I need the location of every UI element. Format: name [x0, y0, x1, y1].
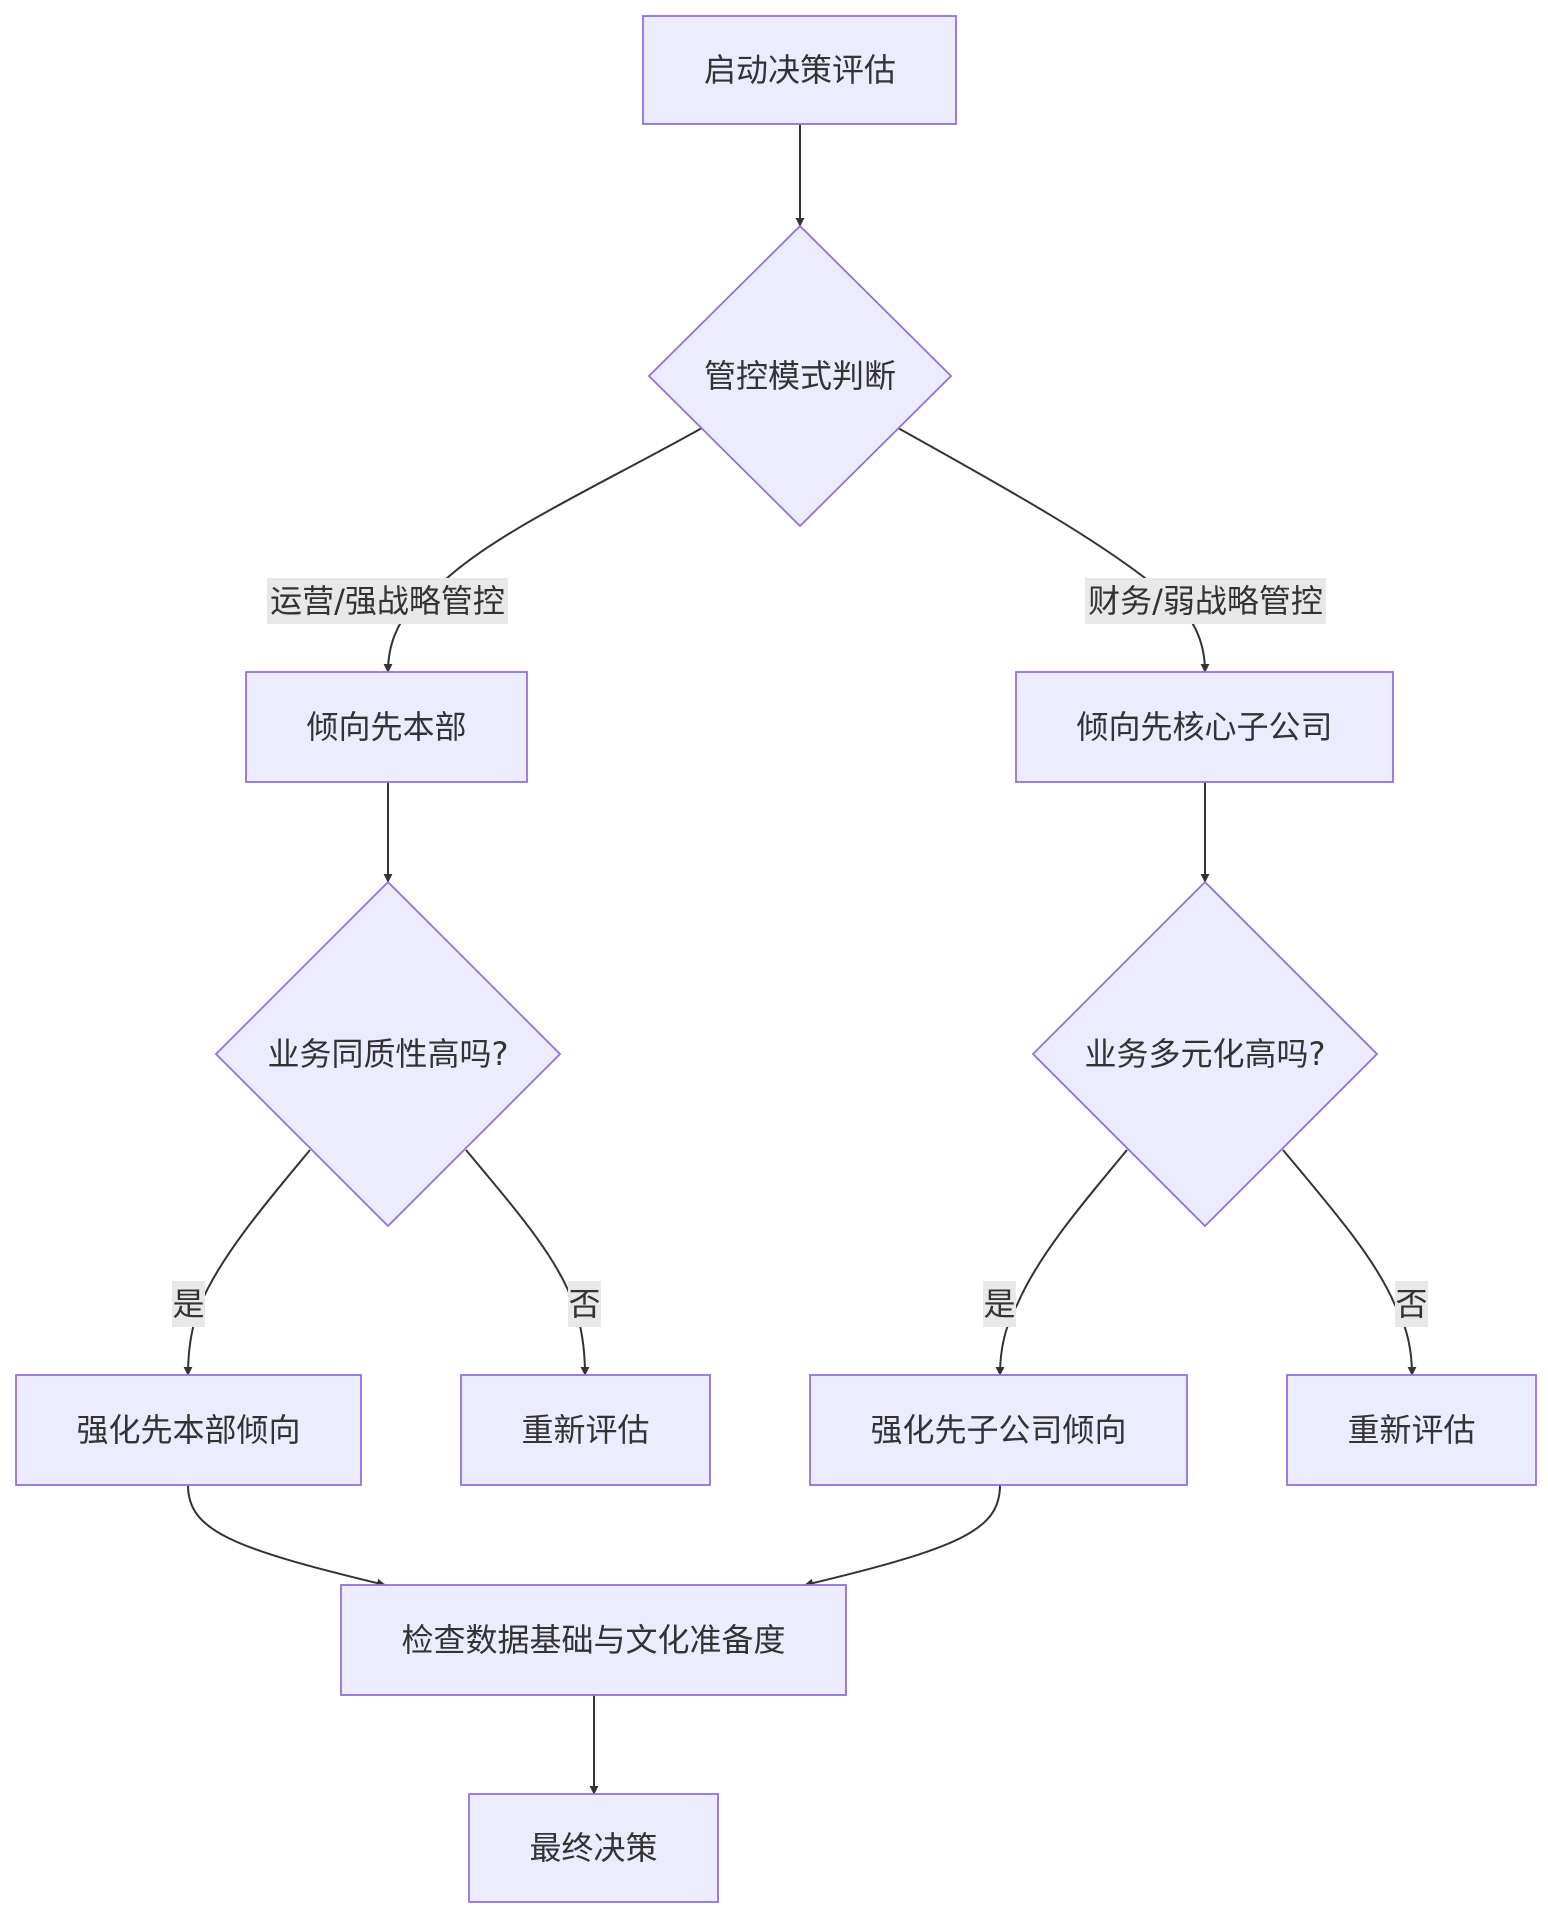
node-control-mode-decision: 管控模式判断: [647, 224, 953, 528]
edge-label-operational-strong: 运营/强战略管控: [267, 578, 508, 624]
node-reassess-left: 重新评估: [460, 1374, 711, 1486]
edge-label-no-right: 否: [1395, 1281, 1428, 1327]
node-shape: [1286, 1374, 1537, 1486]
node-label: 检查数据基础与文化准备度: [401, 1621, 785, 1659]
node-prefer-hq: 倾向先本部: [245, 671, 528, 783]
edge-label-text: 否: [1395, 1285, 1427, 1323]
node-reassess-right: 重新评估: [1286, 1374, 1537, 1486]
node-label: 重新评估: [1347, 1411, 1475, 1449]
node-shape: [468, 1793, 719, 1903]
decision-diamond: [647, 224, 953, 528]
node-diversification-decision: 业务多元化高吗?: [1031, 880, 1379, 1228]
edge-label-bg: [1395, 1281, 1428, 1327]
node-prefer-core-sub: 倾向先核心子公司: [1015, 671, 1394, 783]
node-homogeneity-decision: 业务同质性高吗?: [214, 880, 562, 1228]
node-label: 业务多元化高吗?: [1085, 1035, 1326, 1073]
node-shape: [340, 1584, 847, 1696]
edge-label-yes-left: 是: [172, 1281, 205, 1327]
nodes: 启动决策评估 管控模式判断 倾向先本部 倾向先核心子公司 业务同质性高吗? 业务…: [15, 15, 1537, 1903]
edge-diversification-no-to-reassess-right: [1282, 1149, 1417, 1376]
node-label: 倾向先核心子公司: [1076, 708, 1332, 746]
node-label: 最终决策: [529, 1829, 657, 1867]
edge-label-financial-weak: 财务/弱战略管控: [1085, 578, 1326, 624]
node-label: 管控模式判断: [704, 357, 896, 395]
edge-label-bg: [983, 1281, 1016, 1327]
edge-control-mode-to-prefer-hq: [383, 427, 703, 673]
edge-label-bg: [1085, 578, 1326, 624]
edge-diversification-yes-to-strengthen-sub: [995, 1149, 1128, 1376]
decision-diamond: [1031, 880, 1379, 1228]
decision-diamond: [214, 880, 562, 1228]
edge-label-bg: [267, 578, 508, 624]
edge-label-text: 运营/强战略管控: [270, 582, 505, 620]
node-label: 强化先本部倾向: [76, 1411, 300, 1449]
node-strengthen-sub: 强化先子公司倾向: [809, 1374, 1188, 1486]
edge-label-no-left: 否: [568, 1281, 601, 1327]
node-shape: [642, 15, 957, 125]
node-check-readiness: 检查数据基础与文化准备度: [340, 1584, 847, 1696]
node-start: 启动决策评估: [642, 15, 957, 125]
node-shape: [1015, 671, 1394, 783]
edge-homogeneity-no-to-reassess-left: [465, 1149, 590, 1376]
node-label: 启动决策评估: [704, 51, 896, 89]
edge-label-text: 是: [983, 1285, 1015, 1323]
edge-strengthen-sub-to-check-readiness: [804, 1484, 1001, 1588]
edge-label-bg: [172, 1281, 205, 1327]
node-shape: [809, 1374, 1188, 1486]
edge-labels: 运营/强战略管控 财务/弱战略管控 是 否 是 否: [172, 578, 1428, 1327]
edge-label-bg: [568, 1281, 601, 1327]
edge-control-mode-to-prefer-core-sub: [897, 427, 1210, 673]
node-label: 重新评估: [521, 1411, 649, 1449]
node-label: 业务同质性高吗?: [268, 1035, 509, 1073]
edge-label-text: 财务/弱战略管控: [1088, 582, 1323, 620]
node-label: 强化先子公司倾向: [870, 1411, 1126, 1449]
edges: [183, 124, 1417, 1795]
edge-label-yes-right: 是: [983, 1281, 1016, 1327]
edge-label-text: 是: [172, 1285, 204, 1323]
edge-label-text: 否: [568, 1285, 600, 1323]
node-shape: [15, 1374, 362, 1486]
node-final-decision: 最终决策: [468, 1793, 719, 1903]
node-strengthen-hq: 强化先本部倾向: [15, 1374, 362, 1486]
node-shape: [460, 1374, 711, 1486]
edge-strengthen-hq-to-check-readiness: [187, 1484, 386, 1588]
node-label: 倾向先本部: [306, 708, 466, 746]
node-shape: [245, 671, 528, 783]
edge-homogeneity-yes-to-strengthen-hq: [183, 1149, 311, 1376]
